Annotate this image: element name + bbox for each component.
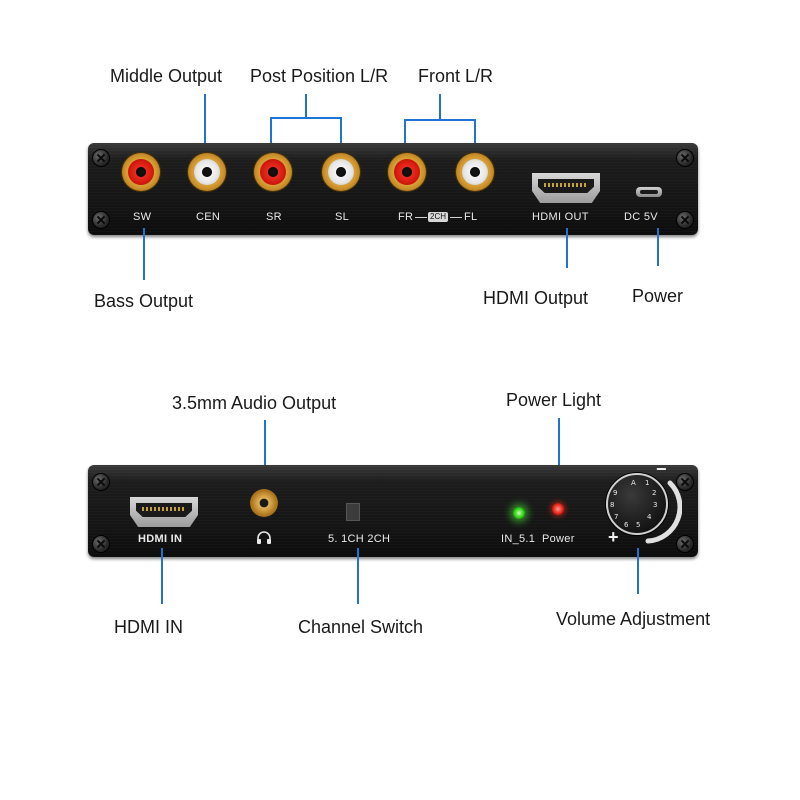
- power-led: [552, 503, 564, 515]
- knob-number: 3: [653, 501, 658, 509]
- hdmi-in-port: [130, 497, 198, 527]
- front-right-leg: [474, 119, 476, 145]
- post-position-left-leg: [270, 117, 272, 145]
- screw-icon: [92, 473, 110, 491]
- bass-output-label: Bass Output: [94, 291, 194, 311]
- volume-knob[interactable]: [606, 473, 668, 535]
- channel-switch-line: [357, 548, 359, 604]
- rear-panel: SW CEN SR SL FR 2CH FL HDMI OUT DC 5V: [88, 143, 698, 235]
- knob-number: A: [631, 479, 636, 487]
- knob-number: 6: [624, 521, 629, 529]
- fl-rca-jack: [456, 153, 494, 191]
- audio-output-label: 3.5mm Audio Output: [172, 393, 337, 413]
- knob-number: 4: [647, 513, 652, 521]
- front-left-leg: [404, 119, 406, 145]
- channel-switch[interactable]: [346, 503, 360, 521]
- power-light-label: Power Light: [506, 390, 602, 410]
- screw-icon: [92, 535, 110, 553]
- volume-minus-icon: −: [656, 459, 667, 479]
- switch-label: 5. 1CH 2CH: [328, 533, 391, 545]
- sw-rca-jack: [122, 153, 160, 191]
- post-position-bar: [270, 117, 342, 119]
- fr-label: FR: [398, 211, 414, 223]
- 2ch-tag: 2CH: [428, 212, 449, 222]
- post-position-label: Post Position L/R: [250, 66, 389, 86]
- knob-number: 7: [614, 513, 619, 521]
- volume-line: [637, 548, 639, 594]
- screw-icon: [92, 211, 110, 229]
- power-label: Power: [632, 286, 684, 306]
- power-light-line: [558, 418, 560, 490]
- hdmi-out-port: [532, 173, 600, 203]
- headphone-icon: [257, 531, 271, 544]
- post-position-stem: [305, 94, 307, 118]
- knob-number: 8: [610, 501, 615, 509]
- post-position-right-leg: [340, 117, 342, 145]
- sw-label: SW: [133, 211, 152, 223]
- audio-output-line: [264, 420, 266, 482]
- dc-5v-label: DC 5V: [624, 211, 658, 223]
- input-led: [513, 507, 525, 519]
- screw-icon: [676, 149, 694, 167]
- knob-number: 5: [636, 521, 641, 529]
- dc-power-port: [636, 187, 662, 197]
- middle-output-line: [204, 94, 206, 146]
- hdmi-out-label: HDMI OUT: [532, 211, 589, 223]
- power-panel-label: Power: [542, 533, 575, 545]
- sr-rca-jack: [254, 153, 292, 191]
- front-stem: [439, 94, 441, 120]
- channel-switch-label: Channel Switch: [298, 617, 424, 637]
- screw-icon: [676, 535, 694, 553]
- hdmi-in-panel-label: HDMI IN: [138, 533, 183, 545]
- middle-output-label: Middle Output: [110, 66, 223, 86]
- power-line: [657, 228, 659, 266]
- hdmi-in-line: [161, 548, 163, 604]
- hdmi-output-line: [566, 228, 568, 268]
- knob-number: 2: [652, 489, 657, 497]
- front-panel: HDMI IN 5. 1CH 2CH IN_5.1 Power 1 2 3 4 …: [88, 459, 698, 557]
- hdmi-in-callout: HDMI IN: [114, 617, 183, 637]
- volume-arc: [645, 480, 682, 544]
- cen-label: CEN: [196, 211, 221, 223]
- sl-label: SL: [335, 211, 350, 223]
- screw-icon: [676, 211, 694, 229]
- audio-jack: [250, 489, 278, 517]
- sr-label: SR: [266, 211, 282, 223]
- in-5-1-label: IN_5.1: [501, 533, 536, 545]
- cen-rca-jack: [188, 153, 226, 191]
- hdmi-output-label: HDMI Output: [483, 288, 589, 308]
- knob-number: 9: [613, 489, 618, 497]
- bass-output-line: [143, 228, 145, 280]
- volume-plus-icon: +: [608, 527, 619, 547]
- screw-icon: [676, 473, 694, 491]
- front-bar: [404, 119, 476, 121]
- screw-icon: [92, 149, 110, 167]
- sl-rca-jack: [322, 153, 360, 191]
- fl-label: FL: [464, 211, 478, 223]
- fr-rca-jack: [388, 153, 426, 191]
- front-label: Front L/R: [418, 66, 494, 86]
- knob-number: 1: [645, 479, 650, 487]
- volume-adjustment-label: Volume Adjustment: [556, 609, 711, 629]
